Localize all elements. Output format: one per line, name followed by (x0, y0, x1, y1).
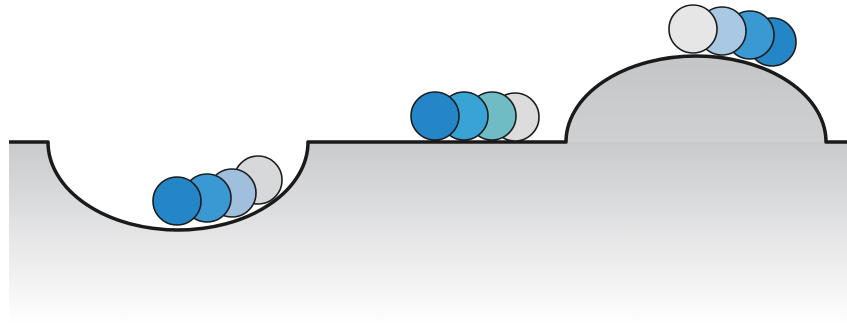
ground-fill-right (565, 142, 847, 325)
ball (668, 4, 718, 54)
terrain-outline (9, 54, 847, 232)
plateau-balls (410, 91, 540, 142)
balls-layer (152, 4, 797, 226)
dome-balls (668, 4, 797, 67)
dome-fill (566, 56, 826, 142)
ground-fill (9, 142, 565, 325)
ball (152, 176, 202, 226)
ball (410, 91, 460, 141)
well-balls (152, 155, 283, 226)
